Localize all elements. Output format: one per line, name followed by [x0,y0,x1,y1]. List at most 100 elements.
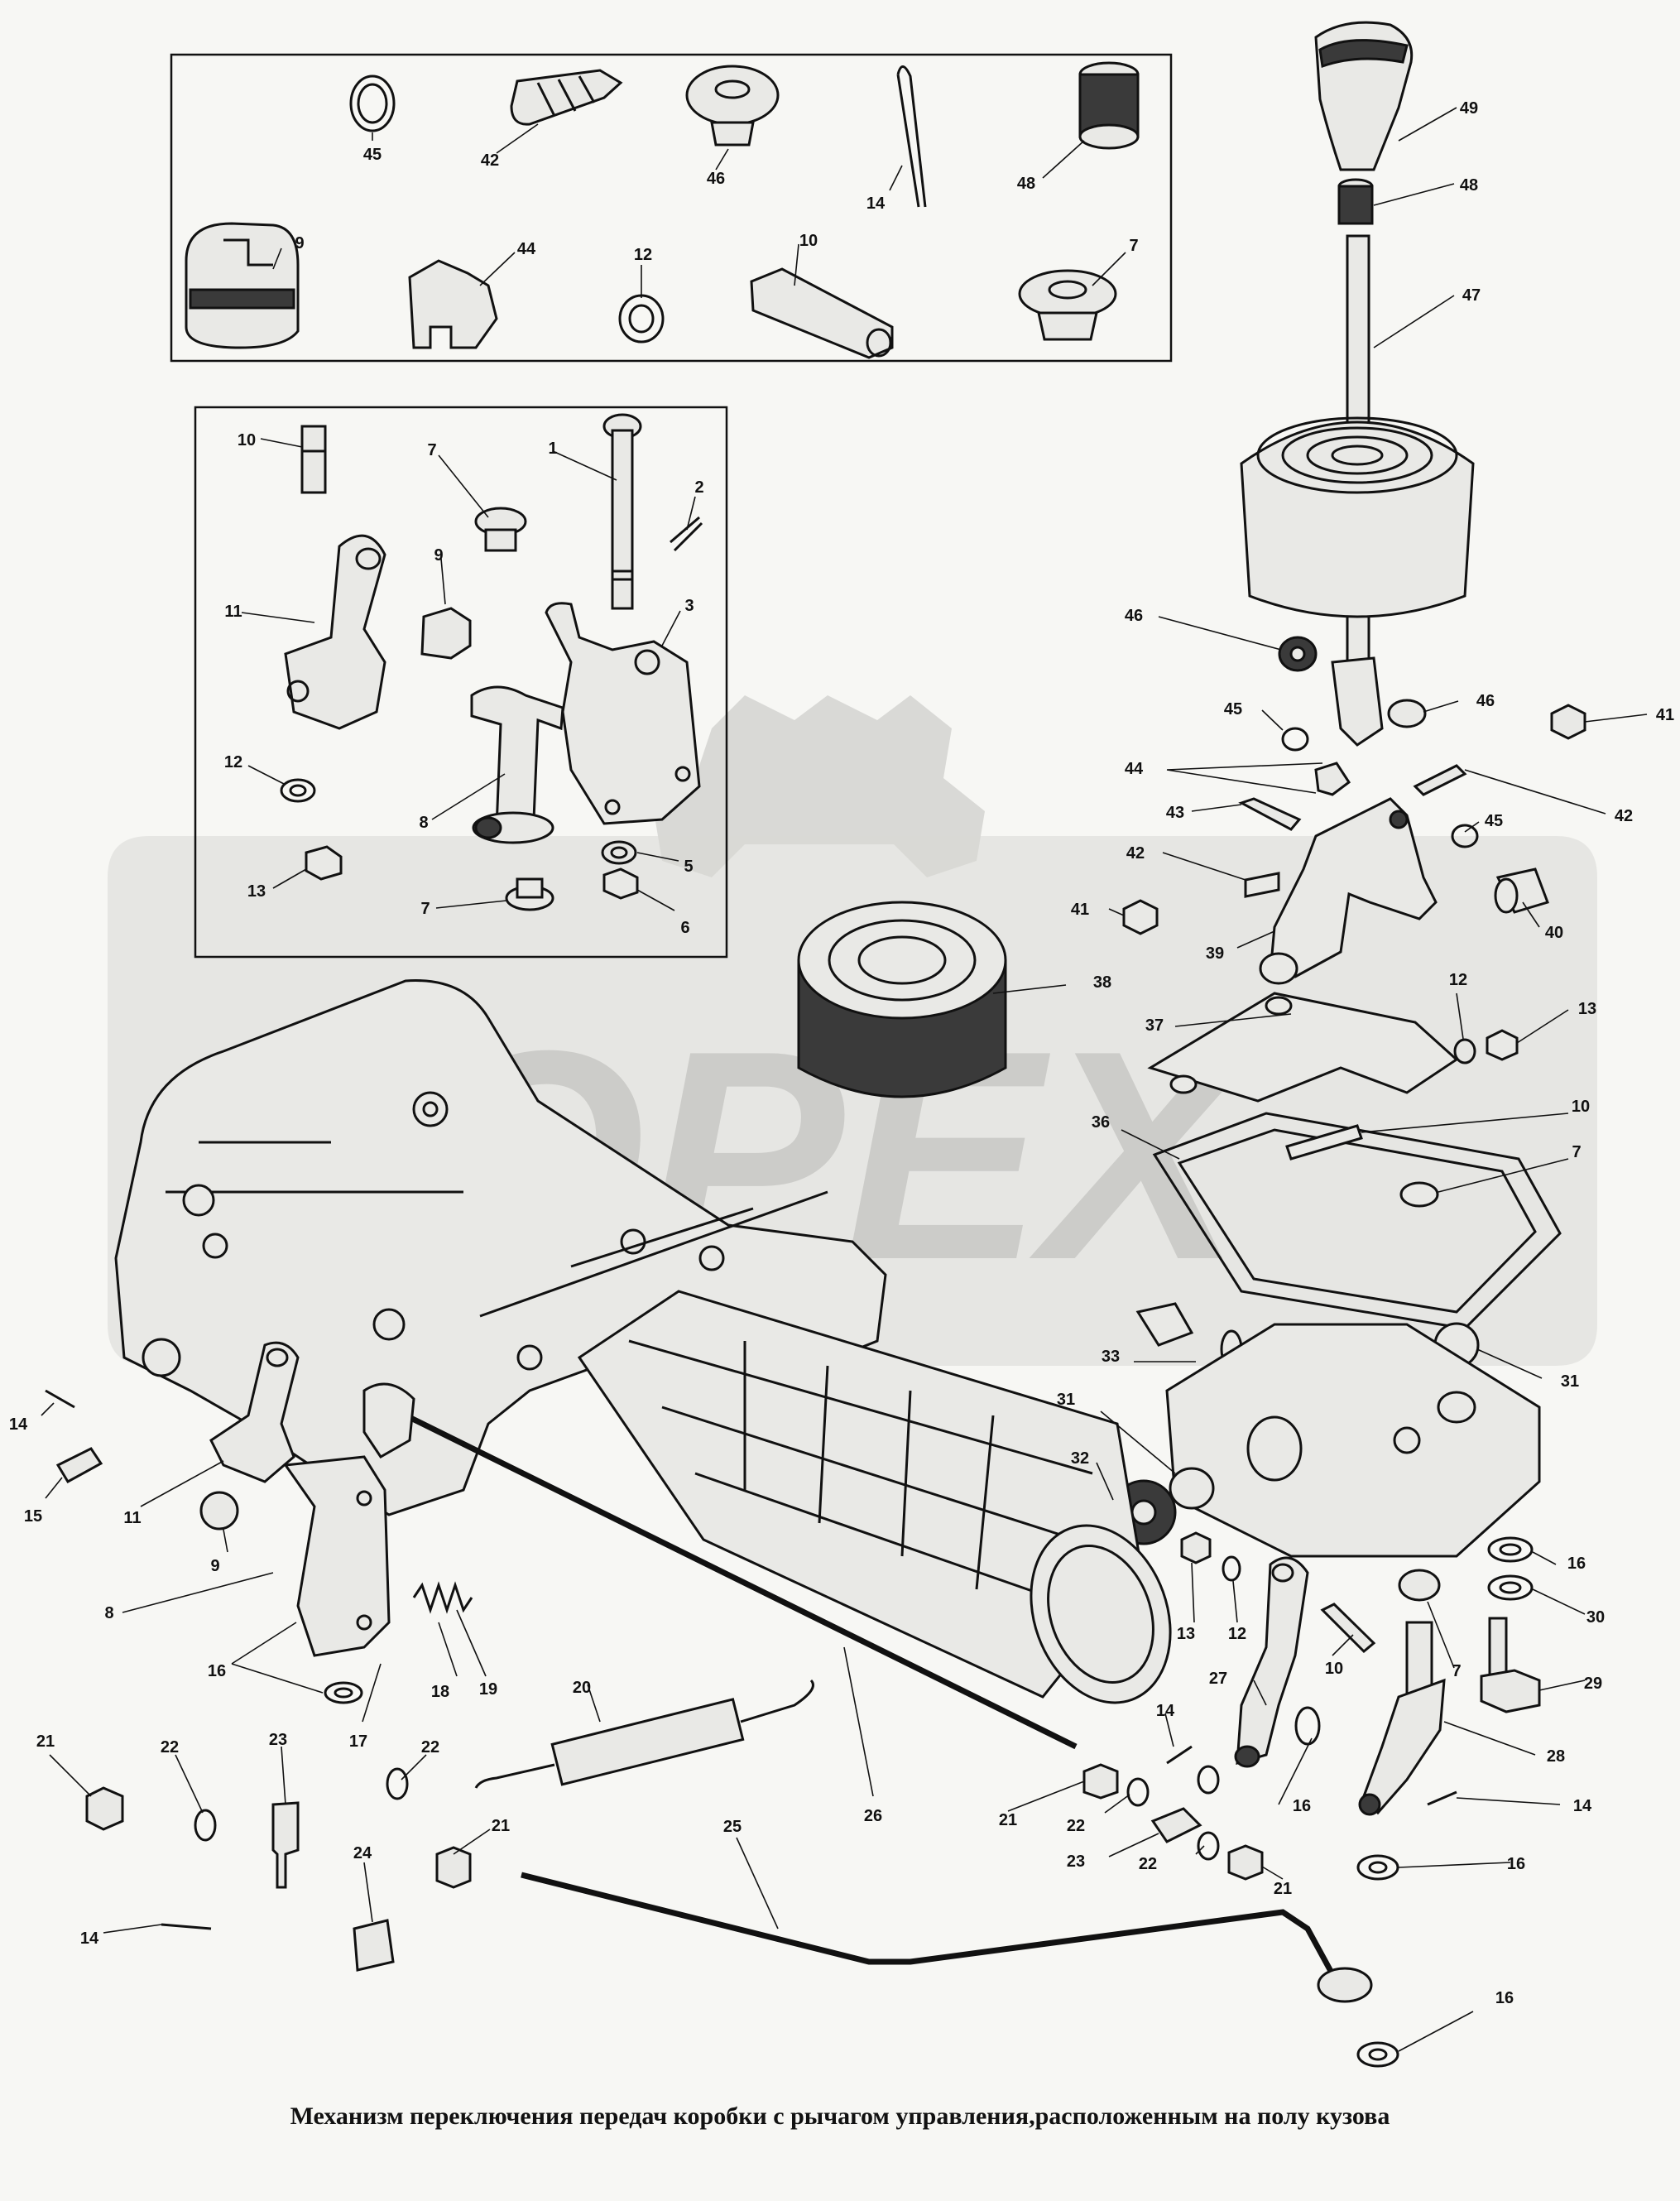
part-washer-22-mid [386,1767,409,1800]
part-nut-21-mid [435,1846,472,1889]
part-bolt-1 [602,413,642,610]
callout-label: 21 [492,1817,510,1835]
part-lever-bracket-39 [1259,797,1438,985]
callout-label: 31 [1057,1391,1075,1409]
callout-label: 15 [24,1507,42,1526]
callout-label: 14 [1573,1797,1592,1815]
callout-label: 22 [421,1738,439,1756]
part-washer-16-mid [1197,1765,1220,1795]
part-washer-22-left [194,1809,217,1842]
callout-label: 12 [224,753,242,771]
part-lever-11-main [209,1341,300,1483]
part-clevis-23 [271,1801,300,1889]
callout-label: 10 [238,431,256,449]
callout-label: 43 [1166,804,1184,822]
part-knob-49 [1314,21,1414,171]
callout-label: 24 [353,1844,372,1862]
part-pin-43 [1238,797,1302,831]
part-cotter-14-right [1427,1790,1457,1806]
callout-label: 18 [431,1683,449,1701]
callout-label: 22 [1139,1855,1157,1873]
part-bushing-7 [1018,269,1117,341]
part-pin-10-cover [1285,1124,1363,1161]
callout-label: 23 [269,1731,287,1749]
callout-label: 36 [1092,1113,1110,1132]
callout-label: 13 [1177,1625,1195,1643]
part-washer-16-bottom [1356,2041,1399,2068]
part-cover-housing [1165,1323,1541,1558]
callout-label: 22 [161,1738,179,1756]
callout-label: 23 [1067,1853,1085,1871]
callout-label: 7 [1452,1662,1461,1680]
callout-label: 38 [1093,973,1111,992]
part-bushing-7-lower [1398,1569,1441,1602]
callout-label: 32 [1071,1449,1089,1468]
callout-label: 29 [1584,1675,1602,1693]
callout-label: 14 [1156,1702,1175,1720]
callout-label: 48 [1017,175,1035,193]
callout-label: 12 [1228,1625,1246,1643]
callout-label: 16 [1293,1797,1311,1815]
callout-label: 31 [1561,1372,1579,1391]
part-cotter-pin-14 [896,65,927,208]
callout-label: 14 [80,1929,99,1948]
part-washer-30 [1487,1574,1534,1601]
part-bolt-29 [1480,1617,1541,1713]
part-nut-13-inset [305,845,343,881]
part-bracket-3 [545,602,701,825]
callout-label: 11 [224,603,242,621]
callout-label: 41 [1656,706,1674,724]
callout-label: 12 [634,246,652,264]
callout-label: 42 [1615,807,1633,825]
callout-label: 5 [684,858,693,876]
part-washer-5 [601,840,637,865]
part-washer-16-main [324,1681,363,1704]
callout-label: 39 [1206,944,1224,963]
part-rod-25 [521,1872,1373,2003]
callout-label: 40 [1545,924,1563,942]
callout-label: 16 [208,1662,226,1680]
callout-label: 37 [1145,1016,1164,1035]
part-ring-45-lever-b [1451,824,1479,848]
watermark-gear [654,695,985,877]
callout-label: 2 [694,478,703,497]
part-cotter-14-left [45,1389,75,1409]
part-rod-26 [362,1382,1078,1750]
callout-label: 25 [723,1818,742,1836]
part-cotter-14-mid [1166,1745,1193,1765]
part-bushing-46-lever-left [1278,636,1318,672]
part-clevis-23-right [1150,1807,1202,1843]
part-bushing-7-cover [1399,1181,1439,1208]
callout-label: 20 [573,1679,591,1697]
callout-label: 16 [1495,1989,1514,2007]
part-pin-42-lower [1244,872,1280,898]
callout-label: 30 [1586,1608,1605,1627]
part-gearbox-housing [114,979,887,1516]
callout-label: 44 [1125,760,1144,778]
part-pin-42-lever [1413,764,1467,796]
part-shaft-8-inset [470,685,564,844]
part-nut-21-left [85,1786,124,1831]
callout-label: 44 [517,240,536,258]
part-bracket-8-main [283,1455,391,1657]
callout-label: 46 [1125,607,1143,625]
part-lever-28 [1358,1621,1446,1816]
part-pin-10-inset [300,425,327,494]
callout-label: 8 [104,1604,113,1622]
part-nut-13-lower [1180,1531,1212,1564]
callout-label: 14 [866,195,886,213]
part-washer-16-right-a [1487,1536,1534,1563]
part-pin-15 [55,1447,103,1484]
callout-label: 45 [363,146,382,164]
callout-label: 42 [481,151,499,170]
part-guide-plate-37 [1147,992,1459,1103]
callout-label: 8 [419,814,428,832]
callout-label: 12 [1449,971,1467,989]
part-ring-45 [349,74,396,132]
callout-label: 46 [707,170,725,188]
leader-lines [41,107,1648,2052]
part-half-bushing-44 [408,259,498,349]
callout-label: 9 [295,234,304,252]
callout-label: 46 [1476,692,1495,710]
